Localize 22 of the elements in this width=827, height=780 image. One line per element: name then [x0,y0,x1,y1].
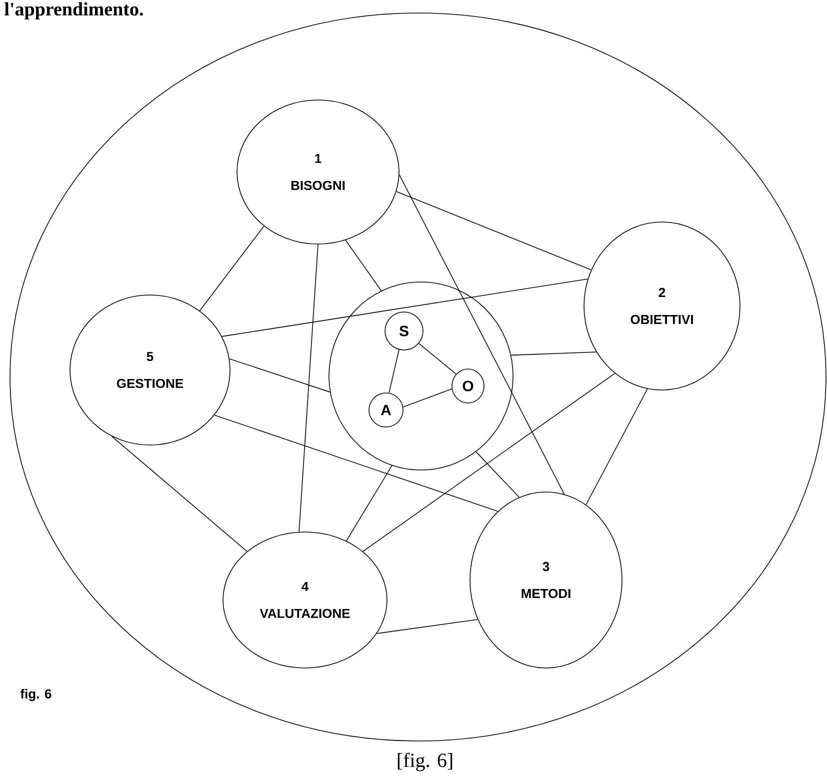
body-text: l'apprendimento. [4,2,143,20]
connector-line [214,414,498,512]
connector-line [229,358,330,392]
figure-caption: [fig. 6] [398,752,452,772]
central-circle [328,282,514,470]
connector-line [376,619,478,634]
connector-line [388,349,400,394]
connector-line [586,388,648,506]
connector-line [346,465,392,542]
connector-line [418,343,456,374]
connector-line [345,240,382,292]
connector-line [510,352,597,356]
connector-line [111,436,248,552]
connector-line [398,174,565,495]
connector-line [402,388,452,408]
connector-line [362,373,616,552]
figure-label: fig. 6 [20,688,52,702]
connector-line [476,451,520,498]
connector-line [298,244,318,532]
connector-line [222,278,588,337]
connector-line [396,191,592,270]
connector-line [199,226,264,312]
